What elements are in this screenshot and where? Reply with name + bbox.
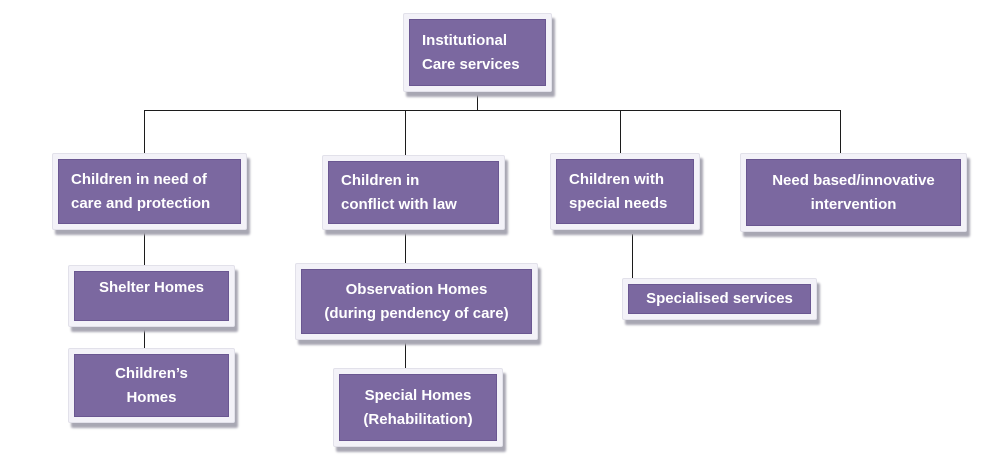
node-children-with-special-needs: Children with special needs bbox=[550, 153, 700, 230]
node-box: Observation Homes (during pendency of ca… bbox=[301, 269, 532, 334]
node-label: Children in need of care and protection bbox=[71, 170, 211, 212]
node-label: Special Homes (Rehabilitation) bbox=[363, 386, 473, 428]
node-label: Children’s Homes bbox=[115, 364, 188, 406]
node-children-in-need-of-care: Children in need of care and protection bbox=[52, 153, 247, 230]
node-institutional-care-services: Institutional Care services bbox=[403, 13, 552, 92]
connector-root-down bbox=[477, 92, 478, 110]
node-children-in-conflict-with-law: Children in conflict with law bbox=[322, 155, 505, 230]
node-box: Children’s Homes bbox=[74, 354, 229, 417]
node-special-homes: Special Homes (Rehabilitation) bbox=[333, 368, 503, 447]
node-box: Children in need of care and protection bbox=[58, 159, 241, 224]
connector-shelter-childrens bbox=[144, 327, 145, 348]
node-label: Observation Homes (during pendency of ca… bbox=[324, 280, 509, 322]
connector-conflict-observation bbox=[405, 230, 406, 263]
node-box: Need based/innovative intervention bbox=[746, 159, 961, 226]
node-need-based-innovative-intervention: Need based/innovative intervention bbox=[740, 153, 967, 232]
node-label: Children with special needs bbox=[569, 170, 668, 212]
node-shelter-homes: Shelter Homes bbox=[68, 265, 235, 327]
connector-observation-special bbox=[405, 340, 406, 368]
connector-specialneeds-specialised bbox=[632, 234, 633, 278]
connector-to-need-based bbox=[840, 110, 841, 153]
connector-to-special-needs bbox=[620, 110, 621, 153]
node-childrens-homes: Children’s Homes bbox=[68, 348, 235, 423]
connector-care-protection-shelter bbox=[144, 230, 145, 265]
node-observation-homes: Observation Homes (during pendency of ca… bbox=[295, 263, 538, 340]
node-specialised-services: Specialised services bbox=[622, 278, 817, 320]
node-box: Shelter Homes bbox=[74, 271, 229, 321]
node-label: Specialised services bbox=[646, 290, 793, 307]
connector-to-care-protection bbox=[144, 110, 145, 153]
connector-to-conflict-law bbox=[405, 110, 406, 155]
node-box: Specialised services bbox=[628, 284, 811, 314]
node-label: Institutional Care services bbox=[422, 31, 520, 73]
node-box: Institutional Care services bbox=[409, 19, 546, 86]
node-box: Special Homes (Rehabilitation) bbox=[339, 374, 497, 441]
node-box: Children with special needs bbox=[556, 159, 694, 224]
node-box: Children in conflict with law bbox=[328, 161, 499, 224]
node-label: Shelter Homes bbox=[98, 279, 205, 296]
node-label: Need based/innovative intervention bbox=[772, 171, 935, 213]
connector-level1-horizontal bbox=[144, 110, 841, 111]
node-label: Children in conflict with law bbox=[341, 171, 457, 213]
